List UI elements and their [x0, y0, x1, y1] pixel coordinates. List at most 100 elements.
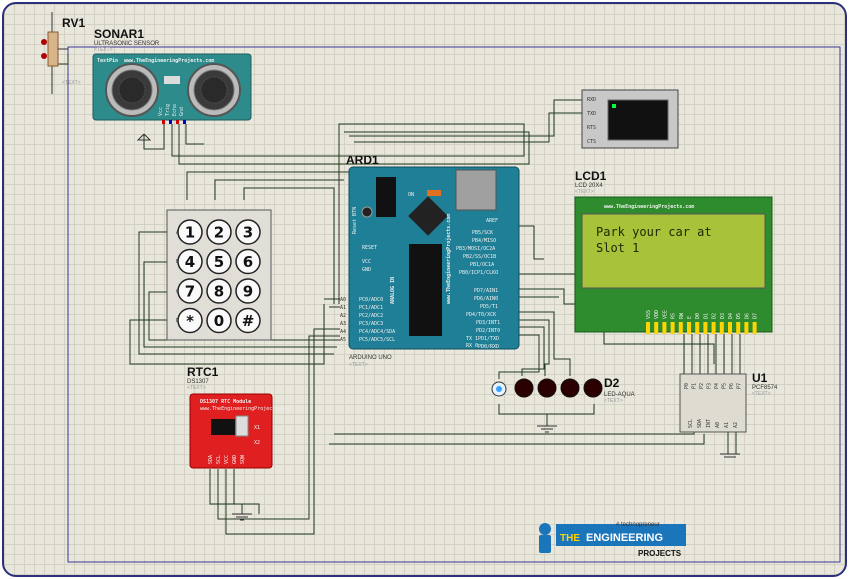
svg-text:A0: A0	[340, 297, 346, 303]
rtc-label: RTC1	[187, 365, 219, 379]
svg-text:PC4/ADC4/SDA: PC4/ADC4/SDA	[359, 329, 395, 335]
terminal-pin-cts: CTS	[587, 139, 596, 145]
rtc-text: <TEXT>	[187, 385, 206, 391]
svg-text:PD6/AIN0: PD6/AIN0	[474, 296, 498, 302]
logo-the: THE	[560, 533, 580, 544]
u1-top-pin: P5	[722, 383, 728, 389]
svg-text:PB4/MISO: PB4/MISO	[472, 238, 496, 244]
keypad-key-label: 7	[185, 283, 195, 301]
rtc-chip	[211, 419, 235, 435]
svg-text:PB2/SS/OC1B: PB2/SS/OC1B	[463, 254, 496, 260]
svg-text:AREF: AREF	[486, 218, 498, 224]
lcd-pin-label: VDD	[654, 310, 660, 319]
keypad-key-label: 4	[185, 253, 195, 271]
svg-text:PC1/ADC1: PC1/ADC1	[359, 305, 383, 311]
u1-bottom-pin: SCL	[688, 419, 694, 428]
lcd-pin	[662, 322, 667, 334]
lcd-pin	[728, 322, 732, 334]
keypad-key-label: 2	[214, 224, 224, 242]
keypad-key[interactable]	[206, 219, 232, 245]
svg-text:PC5/ADC5/SCL: PC5/ADC5/SCL	[359, 337, 395, 343]
keypad-key[interactable]	[235, 278, 261, 304]
terminal-pin-txd: TXD	[587, 111, 596, 117]
arduino-uno[interactable]: ARD1 ON Reset BTN www.TheEngineeringProj…	[340, 153, 520, 368]
u1-bottom-pin: A1	[724, 422, 730, 428]
lcd-pin	[719, 322, 724, 334]
rtc-brand: www.TheEngineeringProjects.com	[200, 406, 290, 412]
rtc-title: DS1307 RTC Module	[200, 399, 251, 405]
keypad-key[interactable]	[177, 248, 203, 275]
keypad-key-label: 8	[214, 283, 224, 301]
u1-top-pin: P6	[729, 383, 735, 389]
svg-text:PC3/ADC3: PC3/ADC3	[359, 321, 383, 327]
sonar-pins: Vcc Trig Echo Gnd	[158, 104, 185, 116]
terminal-pin-rxd: RXD	[587, 97, 596, 103]
svg-text:TX 1: TX 1	[466, 336, 478, 342]
led-1	[514, 378, 534, 398]
keypad-key[interactable]	[177, 219, 203, 245]
schematic-canvas[interactable]: RV1 <TEXT> SONAR1 ULTRASONIC SENSOR <TEX…	[4, 4, 847, 577]
svg-text:VCC: VCC	[362, 259, 371, 265]
virtual-terminal[interactable]: RXD TXD RTS CTS	[581, 89, 679, 149]
lcd-brand: www.TheEngineeringProjects.com	[604, 203, 694, 210]
lcd-line-1: Park your car at	[596, 225, 712, 239]
keypad-key[interactable]	[177, 278, 203, 304]
keypad-key[interactable]	[235, 248, 261, 275]
keypad-key[interactable]	[206, 278, 232, 304]
keypad-key-label: 6	[243, 253, 253, 271]
led-2	[537, 378, 557, 398]
led-array[interactable]: D2 LED-AQUA <TEXT>	[491, 376, 635, 404]
logo-banner	[556, 524, 686, 546]
svg-text:PB3/MOSI/OC2A: PB3/MOSI/OC2A	[456, 246, 495, 252]
keypad-key[interactable]	[206, 248, 232, 275]
ard-analog-in: ANALOG IN	[390, 277, 396, 304]
rtc-pins: SDA SCL VCC GND SQW	[208, 454, 246, 464]
rtc-module[interactable]: RTC1 DS1307 <TEXT> DS1307 RTC Module www…	[187, 365, 290, 469]
svg-text:PC2/ADC2: PC2/ADC2	[359, 313, 383, 319]
sonar-sensor[interactable]: SONAR1 ULTRASONIC SENSOR <TEXT> TestPin …	[92, 27, 252, 124]
keypad-key-label: 9	[243, 283, 253, 301]
arduino-right-pins: AREF PB5/SCK PB4/MISO PB3/MOSI/OC2A PB2/…	[456, 218, 500, 350]
rv1-potentiometer[interactable]: RV1 <TEXT>	[41, 12, 85, 86]
sonar-pin-echo: Echo	[172, 104, 178, 116]
led-3	[560, 378, 580, 398]
lcd-pin-label: D7	[753, 313, 759, 319]
lcd-pin	[695, 322, 700, 334]
lcd-pin	[670, 322, 675, 334]
lcd-sub: LCD 20X4	[575, 183, 603, 189]
terminal-pin-rts: RTS	[587, 125, 596, 131]
svg-text:RX 0: RX 0	[466, 343, 478, 349]
keypad-key[interactable]	[177, 307, 203, 334]
keypad-key-label: 0	[214, 312, 224, 330]
svg-text:PD3/INT1: PD3/INT1	[476, 320, 500, 326]
keypad-key[interactable]	[206, 307, 232, 334]
lcd-pin-label: VEE	[662, 310, 668, 319]
arduino-atmega	[409, 244, 442, 336]
ard-reset-btn: Reset BTN	[352, 207, 358, 234]
svg-text:SDA: SDA	[208, 455, 214, 464]
u1-top-pin: P4	[714, 383, 720, 389]
keypad-key[interactable]	[235, 307, 261, 334]
arduino-power-jack	[376, 177, 396, 217]
svg-text:PB1/OC1A: PB1/OC1A	[470, 262, 494, 268]
lcd-pin-label: RS	[671, 313, 677, 319]
ard-sub: ARDUINO UNO	[349, 355, 392, 361]
arduino-left-pins: RESET VCC GND PC0/ADC0 PC1/ADC1 PC2/ADC2…	[340, 245, 395, 343]
svg-text:PC0/ADC0: PC0/ADC0	[359, 297, 383, 303]
u1-top-pin: P3	[707, 383, 713, 389]
rv1-text: <TEXT>	[62, 80, 81, 86]
u1-bottom-pin: A0	[715, 422, 721, 428]
keypad-key[interactable]	[235, 219, 261, 245]
rtc-sub: DS1307	[187, 379, 209, 385]
u1-sub: PCF8574	[752, 385, 778, 391]
sonar-brand: www.TheEngineeringProjects.com	[124, 57, 214, 64]
ard-on: ON	[408, 192, 414, 198]
terminal-screen	[607, 99, 669, 141]
lcd-pin	[678, 322, 683, 334]
lcd-display[interactable]: LCD1 LCD 20X4 <TEXT> www.TheEngineeringP…	[574, 169, 773, 334]
ard-brand: www.TheEngineeringProjects.com	[445, 214, 452, 304]
u1-bottom-pin: SDA	[697, 419, 703, 428]
